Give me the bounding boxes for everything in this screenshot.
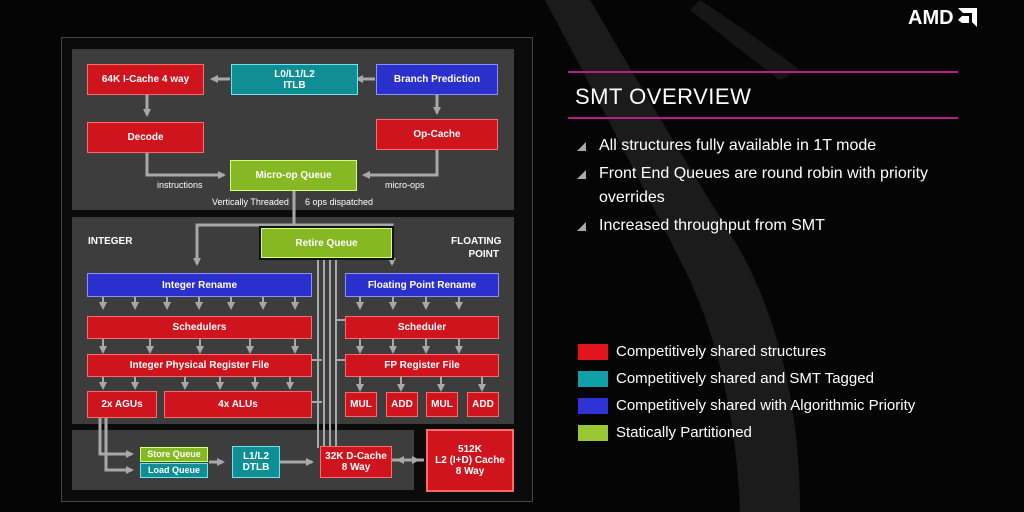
- bullet-item: All structures fully available in 1T mod…: [577, 134, 997, 158]
- fp-unit-add-1: ADD: [386, 392, 418, 417]
- legend-swatch-red: [578, 343, 608, 360]
- bullet-triangle-icon: [577, 222, 586, 231]
- dcache-block: 32K D-Cache 8 Way: [320, 446, 392, 478]
- branch-prediction-block: Branch Prediction: [376, 64, 498, 95]
- amd-logo: AMD: [908, 6, 978, 30]
- legend-item: Competitively shared and SMT Tagged: [578, 365, 915, 392]
- legend-label: Competitively shared with Algorithmic Pr…: [616, 397, 916, 414]
- fp-rename-block: Floating Point Rename: [345, 273, 499, 297]
- alus-block: 4x ALUs: [164, 391, 312, 418]
- agus-block: 2x AGUs: [87, 391, 157, 418]
- instructions-label: instructions: [157, 180, 203, 190]
- legend-item: Statically Partitioned: [578, 419, 915, 446]
- itlb-label-line2: ITLB: [283, 79, 306, 91]
- load-queue-block: Load Queue: [140, 463, 208, 478]
- fp-unit-add-2-label: ADD: [472, 399, 494, 410]
- l2-cache-label-line1: 512K: [458, 444, 482, 455]
- fp-unit-add-2: ADD: [467, 392, 499, 417]
- store-queue-label: Store Queue: [147, 449, 201, 459]
- l2-cache-label-line2: L2 (I+D) Cache: [435, 455, 505, 466]
- itlb-label-line1: L0/L1/L2: [274, 68, 315, 80]
- logo-text: AMD: [908, 6, 954, 29]
- fp-unit-mul-2-label: MUL: [431, 399, 453, 410]
- fp-rename-label: Floating Point Rename: [367, 279, 477, 291]
- fp-unit-mul-1: MUL: [345, 392, 377, 417]
- integer-heading: INTEGER: [88, 236, 133, 247]
- legend-swatch-green: [578, 424, 608, 441]
- legend-label: Competitively shared and SMT Tagged: [616, 370, 874, 387]
- micro-ops-label: micro-ops: [385, 180, 425, 190]
- dtlb-label-line2: DTLB: [242, 462, 270, 473]
- branch-prediction-label: Branch Prediction: [393, 74, 481, 85]
- floating-point-heading-line2: POINT: [468, 249, 499, 260]
- legend-item: Competitively shared structures: [578, 338, 915, 365]
- title-rule-bottom: [568, 117, 958, 119]
- itlb-block: L0/L1/L2 ITLB: [231, 64, 358, 95]
- fp-register-file-label: FP Register File: [384, 360, 460, 371]
- fp-unit-mul-2: MUL: [426, 392, 458, 417]
- legend-label: Statically Partitioned: [616, 424, 752, 441]
- legend-label: Competitively shared structures: [616, 343, 827, 360]
- fp-scheduler-block: Scheduler: [345, 316, 499, 339]
- floating-point-heading-line1: FLOATING: [451, 236, 502, 247]
- agus-label: 2x AGUs: [101, 399, 143, 410]
- bullet-triangle-icon: [577, 142, 586, 151]
- dtlb-block: L1/L2 DTLB: [232, 446, 280, 478]
- legend-item: Competitively shared with Algorithmic Pr…: [578, 392, 915, 419]
- int-schedulers-block: Schedulers: [87, 316, 312, 339]
- bullet-triangle-icon: [577, 170, 586, 179]
- opcache-block: Op-Cache: [376, 119, 498, 150]
- legend-swatch-teal: [578, 370, 608, 387]
- l2-cache-label-line3: 8 Way: [455, 466, 485, 477]
- bullet-text: Front End Queues are round robin with pr…: [599, 165, 929, 206]
- decode-label: Decode: [127, 132, 164, 143]
- bullet-item: Front End Queues are round robin with pr…: [577, 162, 997, 210]
- opcache-label: Op-Cache: [413, 129, 461, 140]
- dtlb-label-line1: L1/L2: [242, 451, 270, 462]
- integer-rename-label: Integer Rename: [161, 279, 238, 291]
- integer-rename-block: Integer Rename: [87, 273, 312, 297]
- fp-register-file-block: FP Register File: [345, 354, 499, 377]
- title-rule-top: [568, 71, 958, 73]
- vertically-threaded-label: Vertically Threaded: [212, 197, 289, 207]
- fp-scheduler-label: Scheduler: [397, 322, 447, 333]
- floating-point-heading: FLOATING POINT: [451, 235, 502, 261]
- legend-swatch-blue: [578, 397, 608, 414]
- alus-label: 4x ALUs: [218, 399, 258, 410]
- l2-cache-block: 512K L2 (I+D) Cache 8 Way: [426, 429, 514, 492]
- micro-op-queue-label: Micro-op Queue: [255, 170, 332, 181]
- amd-arrow-icon: [957, 8, 977, 27]
- slide-title: SMT OVERVIEW: [575, 84, 752, 109]
- decode-block: Decode: [87, 122, 204, 153]
- store-queue-block: Store Queue: [140, 447, 208, 462]
- bullet-text: Increased throughput from SMT: [599, 217, 825, 234]
- legend: Competitively shared structures Competit…: [578, 338, 915, 446]
- micro-op-queue-block: Micro-op Queue: [230, 160, 357, 191]
- load-queue-label: Load Queue: [147, 465, 200, 475]
- ops-dispatched-label: 6 ops dispatched: [305, 197, 374, 207]
- bullet-list: All structures fully available in 1T mod…: [577, 134, 997, 242]
- bullet-text: All structures fully available in 1T mod…: [599, 137, 877, 154]
- fp-unit-add-1-label: ADD: [391, 399, 413, 410]
- bullet-item: Increased throughput from SMT: [577, 214, 997, 238]
- icache-label: 64K I-Cache 4 way: [101, 74, 190, 85]
- int-register-file-label: Integer Physical Register File: [129, 360, 270, 371]
- int-schedulers-label: Schedulers: [172, 322, 227, 333]
- retire-queue-block: Retire Queue: [259, 226, 394, 260]
- retire-queue-label: Retire Queue: [295, 237, 358, 249]
- icache-block: 64K I-Cache 4 way: [87, 64, 204, 95]
- int-register-file-block: Integer Physical Register File: [87, 354, 312, 377]
- fp-unit-mul-1-label: MUL: [350, 399, 372, 410]
- dcache-label-line1: 32K D-Cache: [325, 451, 387, 462]
- dcache-label-line2: 8 Way: [341, 462, 371, 473]
